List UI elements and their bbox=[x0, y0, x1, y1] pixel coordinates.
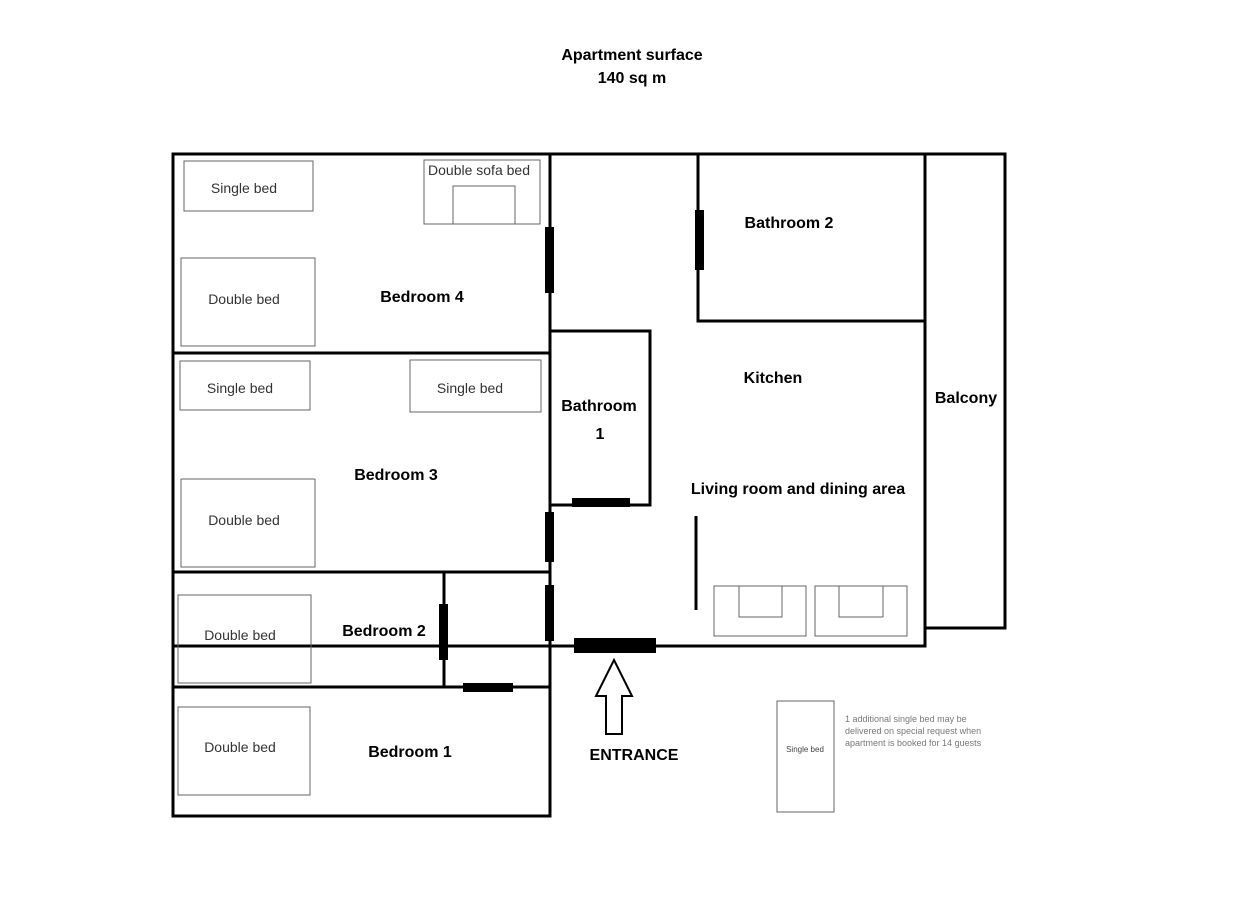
door-bedroom1 bbox=[463, 683, 513, 692]
room-label-bathroom2: Bathroom 2 bbox=[745, 215, 834, 232]
armchair-left-seat bbox=[738, 585, 783, 618]
double-bed-label: Double bed bbox=[204, 627, 276, 643]
furniture bbox=[177, 159, 908, 813]
entrance-arrow-icon bbox=[594, 657, 634, 735]
room-label-kitchen: Kitchen bbox=[744, 370, 803, 387]
door-bedroom2 bbox=[439, 604, 448, 660]
double-bed-b3 bbox=[180, 478, 316, 568]
walls bbox=[171, 152, 1007, 818]
bedroom1-outer-wall bbox=[171, 644, 552, 818]
room-label-bedroom3: Bedroom 3 bbox=[354, 467, 438, 484]
single-bed-b3-left bbox=[179, 360, 311, 411]
room-label-bedroom1: Bedroom 1 bbox=[368, 744, 452, 761]
room-label-balcony: Balcony bbox=[935, 390, 997, 407]
note-line-2: delivered on special request when bbox=[845, 726, 981, 736]
room-label-bathroom1-line1: Bathroom bbox=[561, 398, 637, 415]
door-bedroom4 bbox=[545, 227, 554, 293]
room-label-bedroom2: Bedroom 2 bbox=[342, 623, 426, 640]
double-bed-b4 bbox=[180, 257, 316, 347]
armchair-right-seat bbox=[838, 585, 884, 618]
extra-bed-label: Single bed bbox=[786, 745, 824, 754]
door-bathroom1 bbox=[572, 498, 630, 507]
room-label-bedroom4: Bedroom 4 bbox=[380, 289, 464, 306]
sofa-bed-label: Double sofa bed bbox=[428, 162, 530, 178]
double-bed-label: Double bed bbox=[208, 291, 280, 307]
bathroom1-wall bbox=[550, 329, 652, 507]
armchair-right bbox=[814, 585, 908, 637]
single-bed-label: Single bed bbox=[211, 180, 277, 196]
extra-single-bed bbox=[776, 700, 835, 813]
single-bed-label: Single bed bbox=[437, 380, 503, 396]
door-closet bbox=[545, 585, 554, 641]
armchair-left bbox=[713, 585, 807, 637]
note-line-3: apartment is booked for 14 guests bbox=[845, 738, 982, 748]
title-line-1: Apartment surface bbox=[561, 47, 703, 64]
doors bbox=[439, 210, 704, 692]
double-bed-label: Double bed bbox=[204, 739, 276, 755]
door-bathroom2 bbox=[695, 210, 704, 270]
double-bed-label: Double bed bbox=[208, 512, 280, 528]
room-label-living: Living room and dining area bbox=[691, 481, 905, 498]
balcony-wall bbox=[923, 152, 1007, 630]
entrance-label: ENTRANCE bbox=[590, 747, 679, 764]
single-bed-b3-right bbox=[409, 359, 542, 413]
page-title: Apartment surface 140 sq m bbox=[532, 44, 732, 90]
sofa-cushion bbox=[452, 185, 516, 225]
room-label-bathroom1-line2: 1 bbox=[596, 426, 605, 443]
door-entrance bbox=[574, 638, 656, 653]
single-bed-label: Single bed bbox=[207, 380, 273, 396]
note-line-1: 1 additional single bed may be bbox=[845, 714, 967, 724]
title-line-2: 140 sq m bbox=[597, 70, 667, 87]
door-bedroom3 bbox=[545, 512, 554, 562]
single-bed-b4 bbox=[183, 160, 314, 212]
bathroom2-wall bbox=[696, 154, 925, 323]
double-bed-b2 bbox=[177, 594, 312, 684]
double-bed-b1 bbox=[177, 706, 311, 796]
